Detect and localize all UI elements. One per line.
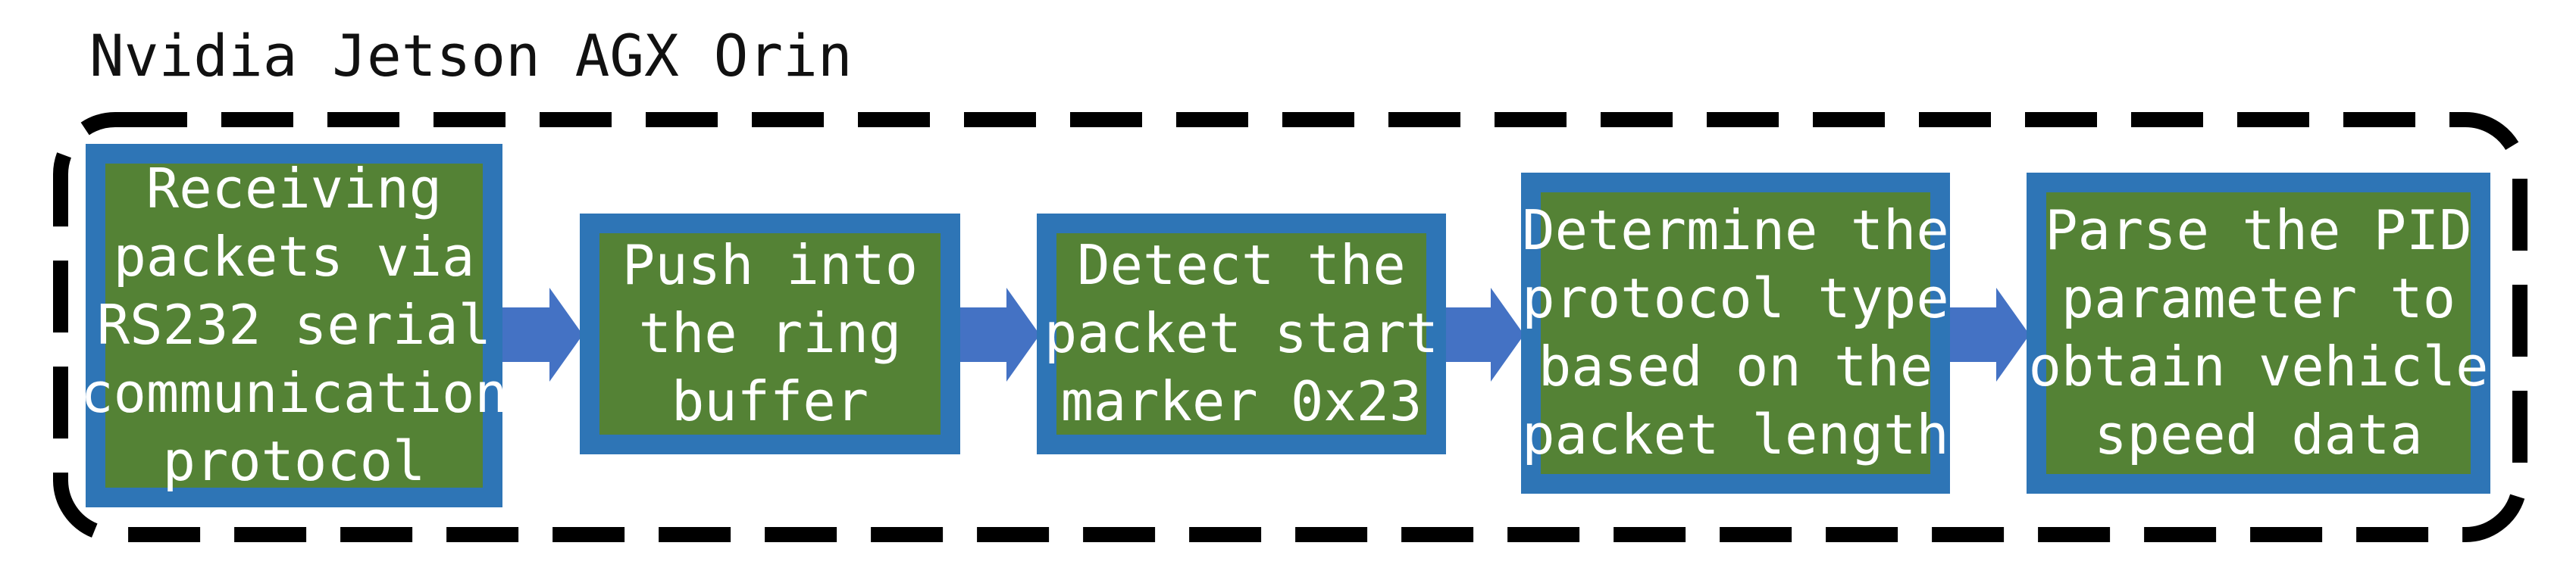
flow-arrow-2 bbox=[957, 288, 1040, 382]
step-5-line-4: speed data bbox=[2094, 403, 2422, 466]
step-4-line-4: packet length bbox=[1522, 403, 1949, 466]
step-1-line-4: communication bbox=[80, 361, 508, 425]
step-4-line-1: Determine the bbox=[1522, 198, 1949, 262]
step-box-fill bbox=[2046, 192, 2471, 474]
device-boundary bbox=[53, 112, 2527, 542]
step-1-line-3: RS232 serial bbox=[97, 293, 491, 357]
step-box-fill bbox=[1541, 192, 1930, 474]
step-4-line-3: based on the bbox=[1538, 335, 1933, 398]
flow-arrow-1 bbox=[499, 288, 583, 382]
step-1-line-5: protocol bbox=[163, 429, 426, 493]
step-box-fill bbox=[1056, 233, 1426, 435]
flow-arrow-3 bbox=[1443, 288, 1524, 382]
diagram-title: Nvidia Jetson AGX Orin bbox=[89, 22, 853, 89]
step-3-line-2: packet start bbox=[1044, 301, 1438, 365]
step-2-line-3: buffer bbox=[671, 370, 869, 433]
step-box-fill bbox=[105, 164, 483, 488]
step-3-line-3: marker 0x23 bbox=[1061, 370, 1423, 433]
step-5-line-2: parameter to bbox=[2061, 267, 2455, 330]
step-4-line-2: protocol type bbox=[1522, 267, 1949, 330]
step-2-line-2: the ring bbox=[639, 301, 902, 365]
step-1-line-2: packets via bbox=[114, 225, 475, 288]
step-5-line-3: obtain vehicle bbox=[2029, 335, 2489, 398]
flow-arrow-4 bbox=[1947, 288, 2030, 382]
step-1-line-1: Receiving bbox=[146, 157, 442, 220]
step-5-line-1: Parse the PID bbox=[2045, 198, 2472, 262]
step-box-fill bbox=[599, 233, 941, 435]
step-2-line-1: Push into bbox=[622, 233, 918, 297]
arrow-group bbox=[499, 288, 2030, 382]
step-3-line-1: Detect the bbox=[1077, 233, 1405, 297]
